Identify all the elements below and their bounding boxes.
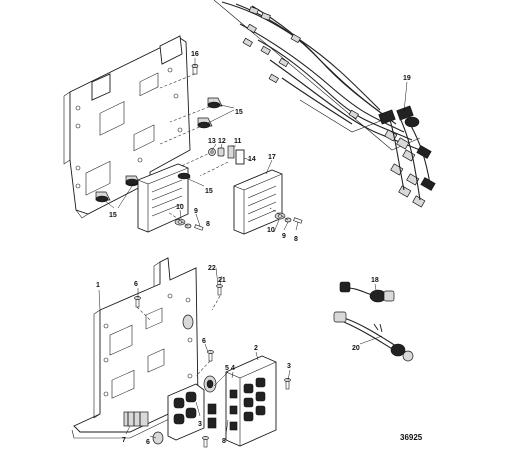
callout-15-b: 15 [205,188,213,195]
spacer-fasteners [208,145,245,165]
figure-number: 36925 [400,433,423,442]
harness-adapter-18 [339,281,395,303]
callout-18: 18 [371,277,379,284]
callout-15-c: 15 [109,212,117,219]
callout-11: 11 [234,138,242,145]
callout-13: 13 [208,138,216,145]
callout-19: 19 [403,75,411,82]
callout-22: 22 [208,265,216,272]
wiring-harness [213,0,436,208]
callout-6-b: 6 [202,338,206,345]
callout-9-b: 9 [282,233,286,240]
callout-17: 17 [268,154,276,161]
callout-10-a: 10 [176,204,184,211]
callout-16: 16 [191,51,199,58]
callout-14: 14 [248,156,256,163]
callout-2: 2 [254,345,258,352]
callout-15-a: 15 [235,109,243,116]
callout-4: 4 [231,365,235,372]
module-fasteners [167,207,303,231]
callout-5: 5 [225,365,229,372]
lower-screws [134,284,291,448]
callout-3-b: 3 [198,421,202,428]
callout-1: 1 [96,282,100,289]
callout-12: 12 [218,138,226,145]
callout-8-c: 8 [222,438,226,445]
callout-20: 20 [352,345,360,352]
callout-7: 7 [122,437,126,444]
callout-6-a: 6 [134,281,138,288]
relay-blocks [123,355,277,447]
control-module-right [233,169,283,235]
callout-3-a: 3 [287,363,291,370]
callout-9-a: 9 [194,208,198,215]
callout-10-b: 10 [267,227,275,234]
callout-8-a: 8 [206,221,210,228]
leader-lines [98,58,408,439]
callout-21: 21 [218,277,226,284]
control-module-left [125,163,191,233]
callout-8-b: 8 [294,236,298,243]
harness-adapter-20 [333,311,414,362]
callout-labels: 16 19 15 15 15 13 12 11 14 17 9 10 8 10 … [96,51,423,446]
callout-6-c: 6 [146,439,150,446]
